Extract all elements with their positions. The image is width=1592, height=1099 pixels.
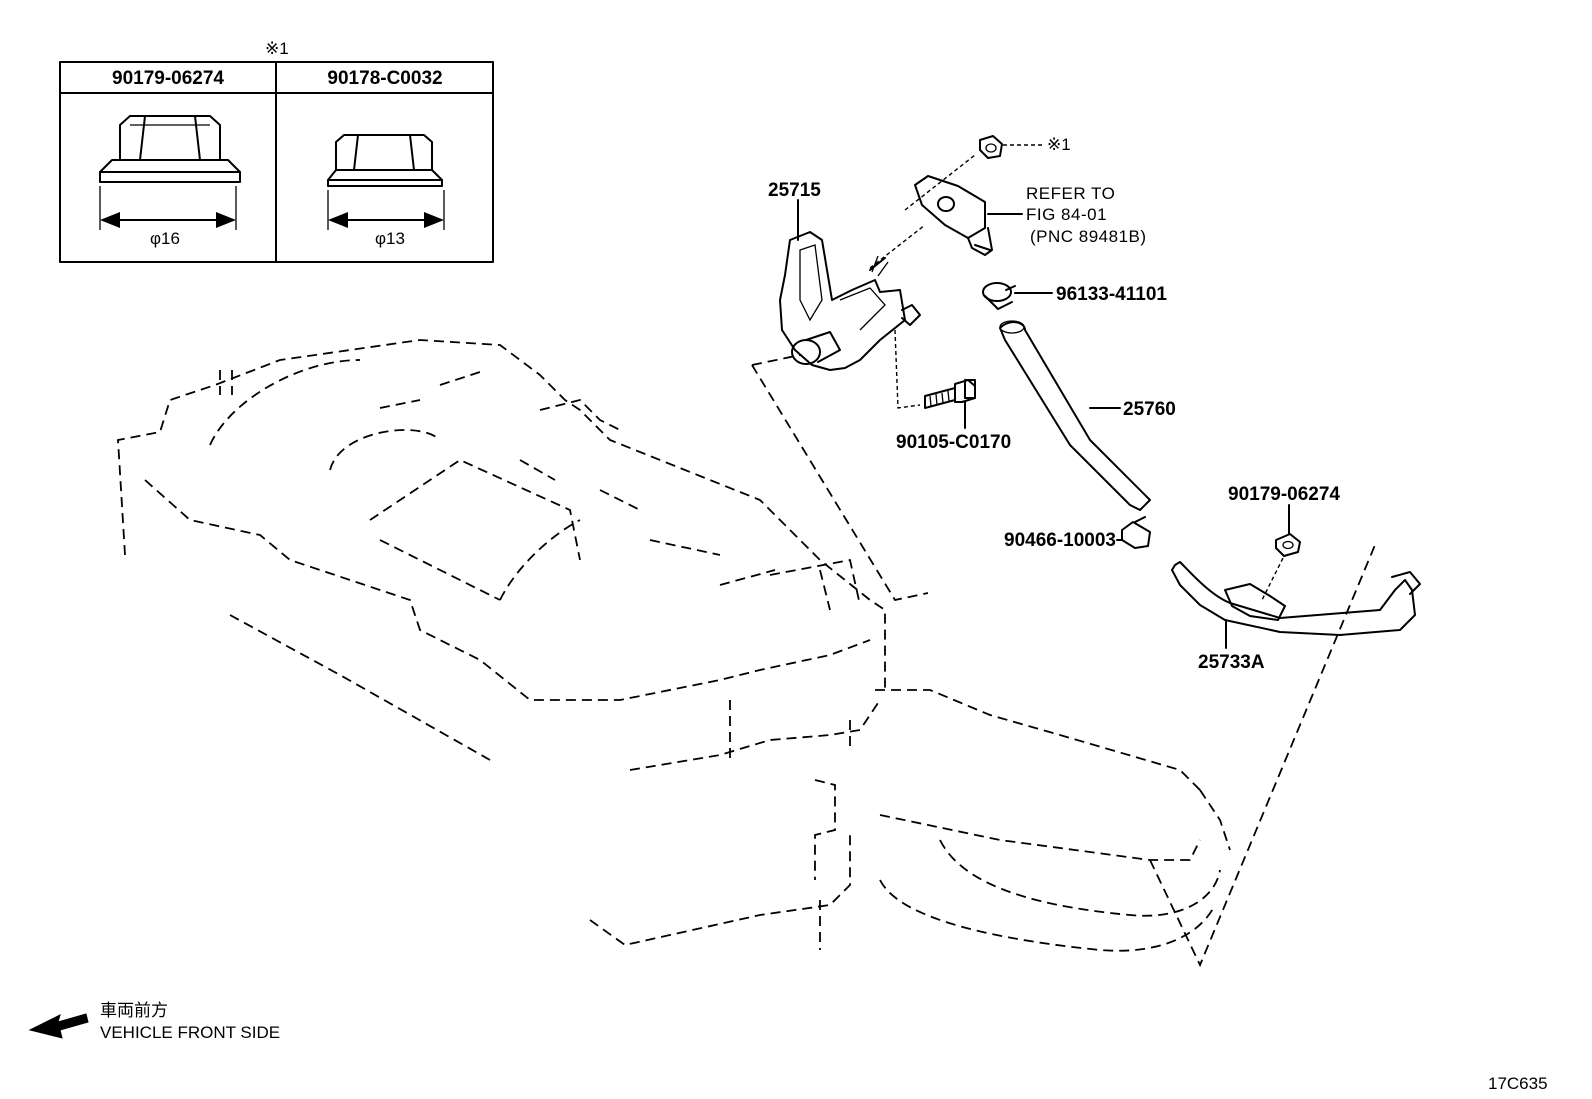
fuel-tank-phantom <box>117 339 1376 968</box>
label-90466: 90466-10003 <box>1004 530 1116 551</box>
reference-line-2: FIG 84-01 <box>1026 205 1107 224</box>
label-25733a: 25733A <box>1198 652 1265 673</box>
note-table-part-2: 90178-C0032 <box>327 68 442 89</box>
flange-nut-small-icon <box>327 134 445 230</box>
bracket-sensor-guide <box>869 154 976 269</box>
diameter-arrow-2 <box>328 212 444 228</box>
clamp-90466-icon <box>1121 516 1151 549</box>
flange-nut-large-icon <box>99 115 241 230</box>
label-90105: 90105-C0170 <box>896 432 1011 453</box>
label-25715: 25715 <box>768 180 821 201</box>
note-table-part-1: 90179-06274 <box>112 68 224 89</box>
label-90179: 90179-06274 <box>1228 484 1340 505</box>
note-table-dimension-1: φ16 <box>150 229 180 248</box>
bracket-25715 <box>779 231 921 371</box>
small-nut-icon <box>979 135 1003 159</box>
diameter-arrow-1 <box>100 212 236 228</box>
reference-line-1: REFER TO <box>1026 184 1115 203</box>
note-table-mark: ※1 <box>265 39 289 58</box>
mount-guide-line-2 <box>751 364 929 602</box>
nut-90179-icon <box>1275 533 1301 557</box>
nut-90179-guide <box>1261 557 1284 601</box>
note-table: ※1 90179-06274 90178-C0032 φ16 <box>59 39 494 263</box>
hose-25760-icon <box>999 320 1151 511</box>
reference-line-3: (PNC 89481B) <box>1030 227 1147 246</box>
tube-25733a-icon <box>1171 561 1421 636</box>
label-25760: 25760 <box>1123 399 1176 420</box>
note-table-dimension-2: φ13 <box>375 229 405 248</box>
bolt-90105-icon <box>924 379 976 409</box>
bracket-bolt-guide <box>894 329 921 409</box>
direction-en: VEHICLE FRONT SIDE <box>100 1023 280 1042</box>
pressure-sensor-icon <box>914 175 993 256</box>
vehicle-front-arrow-icon <box>28 1013 89 1039</box>
mount-guide-line <box>751 354 801 366</box>
hose-clamp-96133-icon <box>982 282 1016 310</box>
label-mark-ref: ※1 <box>1047 135 1071 154</box>
figure-id: 17C635 <box>1488 1074 1548 1093</box>
direction-jp: 車両前方 <box>100 1001 168 1020</box>
label-96133: 96133-41101 <box>1056 284 1167 305</box>
